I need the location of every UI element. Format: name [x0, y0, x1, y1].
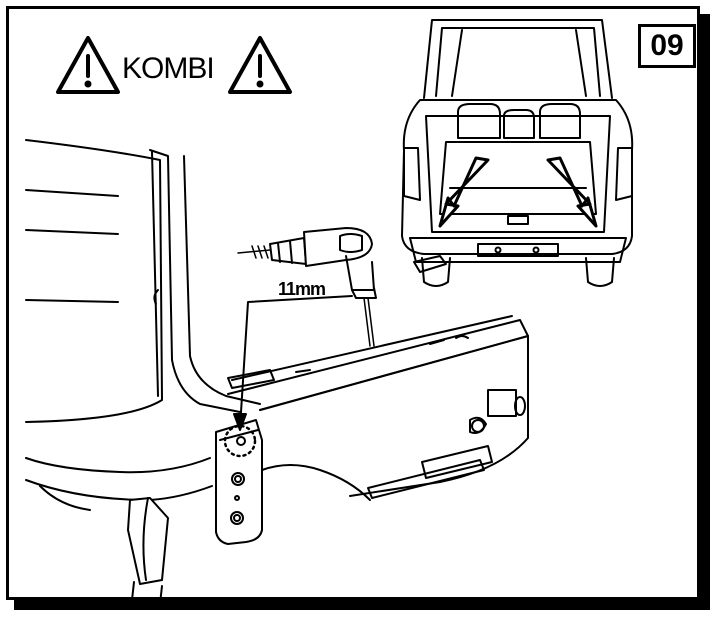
step-number: 09	[650, 29, 684, 62]
instruction-panel	[6, 6, 700, 600]
variant-label: KOMBI	[122, 52, 215, 85]
hole-size-label: 11mm	[278, 279, 326, 299]
warning-triangle-icon	[228, 36, 292, 94]
drill-icon	[237, 227, 377, 347]
step-number-box: 09	[638, 24, 696, 68]
car-rear-view	[401, 19, 634, 287]
dimension-leader	[233, 295, 353, 431]
arrow-down-icon	[546, 156, 598, 228]
arrow-down-icon	[438, 156, 490, 228]
warning-triangle-icon	[56, 36, 120, 94]
rear-body-detail	[25, 139, 529, 605]
